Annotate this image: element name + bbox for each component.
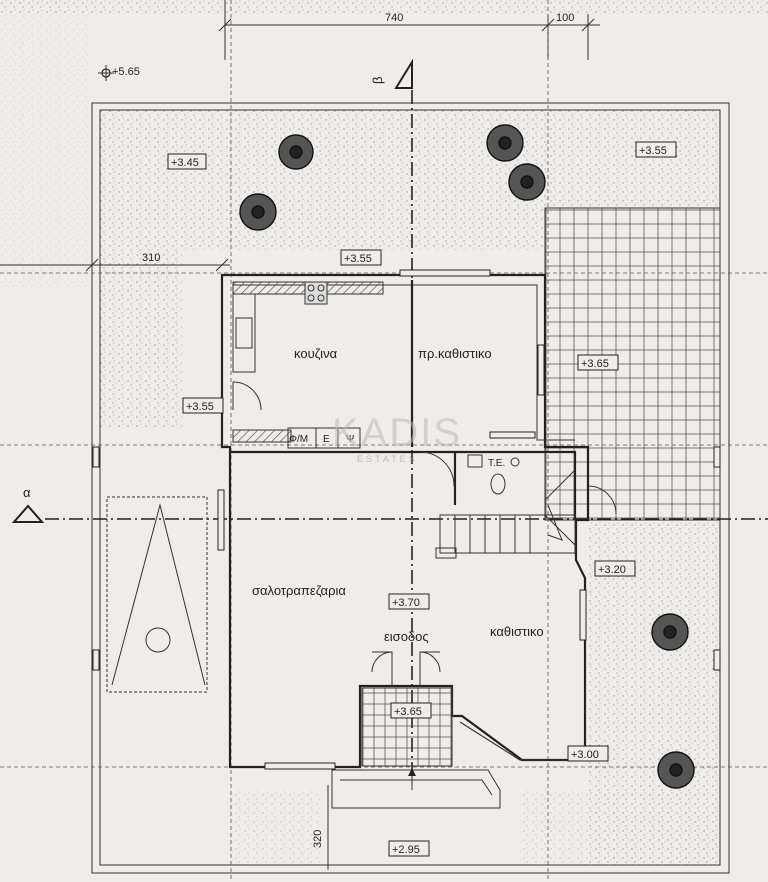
appliance-e-label: Ε	[323, 434, 330, 445]
level-box-side-entry	[182, 397, 224, 414]
garden-front-right	[520, 790, 720, 865]
sink-icon	[235, 317, 253, 349]
tree-icon	[486, 124, 524, 162]
room-family: πρ.καθιστικο	[418, 346, 492, 361]
dim-320: 320	[312, 830, 324, 848]
dimension-left	[0, 258, 230, 272]
window-south	[264, 762, 336, 770]
window-north	[399, 269, 491, 277]
washbasin-icon	[467, 454, 483, 468]
level-step-right: +3.20	[598, 564, 626, 576]
level-box-step-right	[594, 560, 636, 577]
door-swing-terrace	[587, 485, 617, 515]
level-kitchen-top: +3.55	[344, 253, 372, 265]
parking-marker-icon	[145, 627, 171, 653]
level-side-entry: +3.55	[186, 401, 214, 413]
house-inner-wall-line	[233, 284, 575, 441]
level-box-kitchen-top	[340, 249, 382, 266]
plot-boundary	[91, 102, 730, 874]
section-marker-beta-arrow	[394, 58, 413, 89]
section-marker-beta: β	[370, 77, 385, 84]
appliance-psi-label: Ψ	[346, 434, 354, 445]
level-box-front-walk	[388, 840, 430, 857]
entry-door-left	[372, 651, 393, 686]
front-steps	[331, 769, 501, 809]
level-entry-porch: +3.65	[394, 706, 422, 718]
watermark-brand: KADIS	[332, 411, 462, 455]
level-garden-right: +3.55	[639, 145, 667, 157]
parking-lines	[111, 503, 206, 686]
level-box-terrace	[577, 354, 619, 371]
tree-icon	[278, 134, 314, 170]
gate-east-lower	[713, 649, 721, 671]
wc-label: Τ.Ε.	[488, 458, 505, 469]
level-box-garden-right	[635, 141, 677, 158]
gate-east-upper	[713, 446, 721, 468]
door-swing-kitchen	[232, 381, 262, 411]
level-porch-bay: +3.00	[571, 749, 599, 761]
cooktop-icon	[304, 281, 328, 305]
appliance-fridge-label: Φ/Μ	[289, 434, 308, 445]
stair-arrow-icon	[547, 504, 563, 541]
level-box-entry-porch	[390, 702, 432, 719]
gate-west-lower	[92, 649, 100, 671]
garden-front-left	[230, 790, 320, 865]
section-marker-alpha-arrow	[11, 504, 45, 523]
tree-icon	[651, 613, 689, 651]
door-swing-wc	[419, 451, 455, 487]
level-corner: +5.65	[112, 66, 140, 78]
tree-icon	[657, 751, 695, 789]
gate-west-upper	[92, 446, 100, 468]
dim-100: 100	[556, 12, 574, 24]
level-garden-left: +3.45	[171, 157, 199, 169]
level-living-floor: +3.70	[392, 597, 420, 609]
level-box-porch-bay	[567, 745, 609, 762]
kitchen-counter-bottom	[232, 429, 292, 443]
staircase	[435, 469, 576, 559]
level-box-garden-left	[167, 153, 207, 170]
room-sitting: καθιστικο	[490, 624, 544, 639]
dim-740: 740	[385, 12, 403, 24]
section-marker-alpha: α	[23, 485, 31, 500]
entry-door-right	[419, 651, 440, 686]
scan-noise-left	[0, 0, 90, 290]
room-living-dining: σαλοτραπεζαρια	[252, 583, 346, 598]
appliance-psi-box	[337, 427, 361, 449]
level-terrace: +3.65	[581, 358, 609, 370]
entry-porch-tiles	[361, 687, 453, 767]
window-sitting-east	[579, 589, 587, 641]
room-entrance: εισοδος	[384, 629, 429, 644]
level-front-walk: +2.95	[392, 844, 420, 856]
watermark-sub: ESTATES	[357, 454, 418, 464]
garden-north	[100, 110, 720, 428]
tree-icon	[239, 193, 277, 231]
bay-window-line	[459, 721, 585, 761]
scan-noise-top	[0, 0, 768, 14]
window-living-west	[217, 489, 225, 551]
kitchen-counter-side	[232, 293, 256, 373]
window-family-east	[537, 344, 545, 396]
tree-icon	[508, 163, 546, 201]
room-kitchen: κουζινα	[294, 346, 338, 361]
level-box-living	[388, 593, 430, 610]
window-wc	[489, 431, 536, 439]
parking-bay	[106, 496, 208, 693]
stair-hall-wall	[418, 450, 577, 520]
dim-310: 310	[142, 252, 160, 264]
toilet-icon	[490, 473, 506, 495]
